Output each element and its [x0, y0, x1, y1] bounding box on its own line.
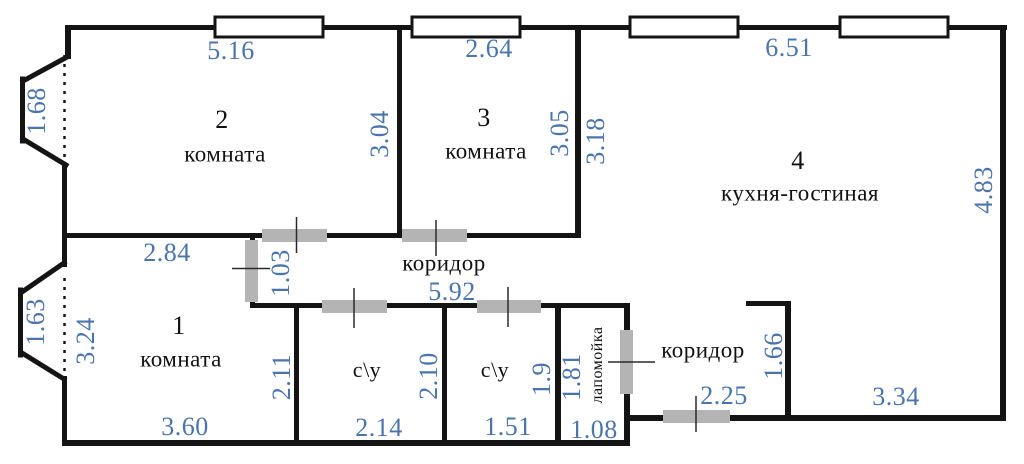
dimension-label-1.81: 1.81: [557, 353, 586, 401]
wall-wc2-lapomoyka-divider: [555, 303, 561, 445]
door-room1: [245, 240, 258, 302]
wall-corridor-top-seg: [746, 301, 791, 306]
room-label-room4-name: кухня-гостиная: [721, 180, 879, 206]
dimension-label-1.03: 1.03: [266, 249, 295, 297]
wall-bay2-bottom: [18, 349, 68, 383]
dimension-label-2.11: 2.11: [267, 353, 296, 401]
dimension-label-3.24: 3.24: [71, 317, 100, 365]
dimension-label-3.04: 3.04: [365, 110, 394, 158]
wall-bay1-bottom: [19, 135, 70, 169]
dimension-label-5.92: 5.92: [428, 277, 476, 306]
room-label-room4-number: 4: [791, 146, 805, 175]
dimension-label-2.10: 2.10: [414, 352, 443, 400]
dimension-label-3.18: 3.18: [581, 117, 610, 165]
room-label-wc1-name: с\у: [352, 357, 382, 382]
dimension-label-6.51: 6.51: [765, 33, 813, 62]
wall-room1-wc1-divider: [294, 303, 299, 445]
room-label-room1-number: 1: [172, 311, 186, 340]
wall-corridor-right: [785, 301, 791, 419]
window-kitchen-2: [838, 15, 950, 39]
room-label-room2-name: комната: [184, 141, 266, 167]
door-room2: [262, 229, 327, 242]
wall-bay1-top: [19, 53, 71, 85]
dimension-label-1.08: 1.08: [570, 415, 618, 444]
dimension-label-5.16: 5.16: [207, 36, 255, 65]
wall-corridor-bottom: [250, 303, 630, 308]
room-label-room3-number: 3: [477, 103, 491, 132]
door-wc2: [477, 300, 541, 313]
room-label-corridor-entry-name: коридор: [661, 337, 745, 363]
dimension-label-1.63: 1.63: [21, 298, 50, 346]
room-label-room3-name: комната: [445, 138, 527, 164]
dimension-label-1.68: 1.68: [22, 87, 51, 135]
wall-outer-top: [65, 25, 1007, 30]
dimension-label-2.64: 2.64: [465, 34, 513, 63]
window-room2: [213, 15, 325, 39]
wall-room3-kitchen-divider: [575, 25, 581, 238]
wall-outer-right: [1000, 25, 1006, 421]
wall-left-bottom-seg: [62, 376, 67, 446]
dimension-label-1.51: 1.51: [484, 412, 532, 441]
room-label-wc2-name: с\у: [480, 357, 510, 382]
dimension-label-4.83: 4.83: [969, 166, 998, 214]
wall-outer-bottom-right: [624, 415, 1006, 421]
room-label-corridor-main-name: коридор: [402, 250, 486, 276]
wall-left-mid-seg: [62, 163, 67, 267]
dimension-label-3.05: 3.05: [545, 109, 574, 157]
wall-left-top-seg: [65, 25, 71, 59]
wall-outer-bottom-left: [62, 440, 630, 446]
dimension-label-2.25: 2.25: [700, 381, 748, 410]
window-room3: [410, 15, 522, 39]
wall-bay2-top: [18, 259, 68, 296]
wall-wc1-wc2-divider: [442, 303, 447, 445]
room-label-room1-name: комната: [140, 346, 222, 372]
dimension-label-2.14: 2.14: [355, 413, 403, 442]
dimension-label-1.66: 1.66: [759, 332, 788, 380]
room-label-lapomoyka-name: лапомойка: [589, 326, 606, 404]
room-label-room2-number: 2: [215, 105, 229, 134]
dimension-label-3.60: 3.60: [161, 412, 209, 441]
door-room3: [402, 229, 467, 242]
wall-room2-room3-divider: [397, 25, 402, 238]
dimension-label-2.84: 2.84: [143, 238, 191, 267]
window-kitchen-1: [628, 15, 740, 39]
dimension-label-1.9: 1.9: [527, 362, 556, 396]
dimension-label-3.34: 3.34: [872, 382, 920, 411]
